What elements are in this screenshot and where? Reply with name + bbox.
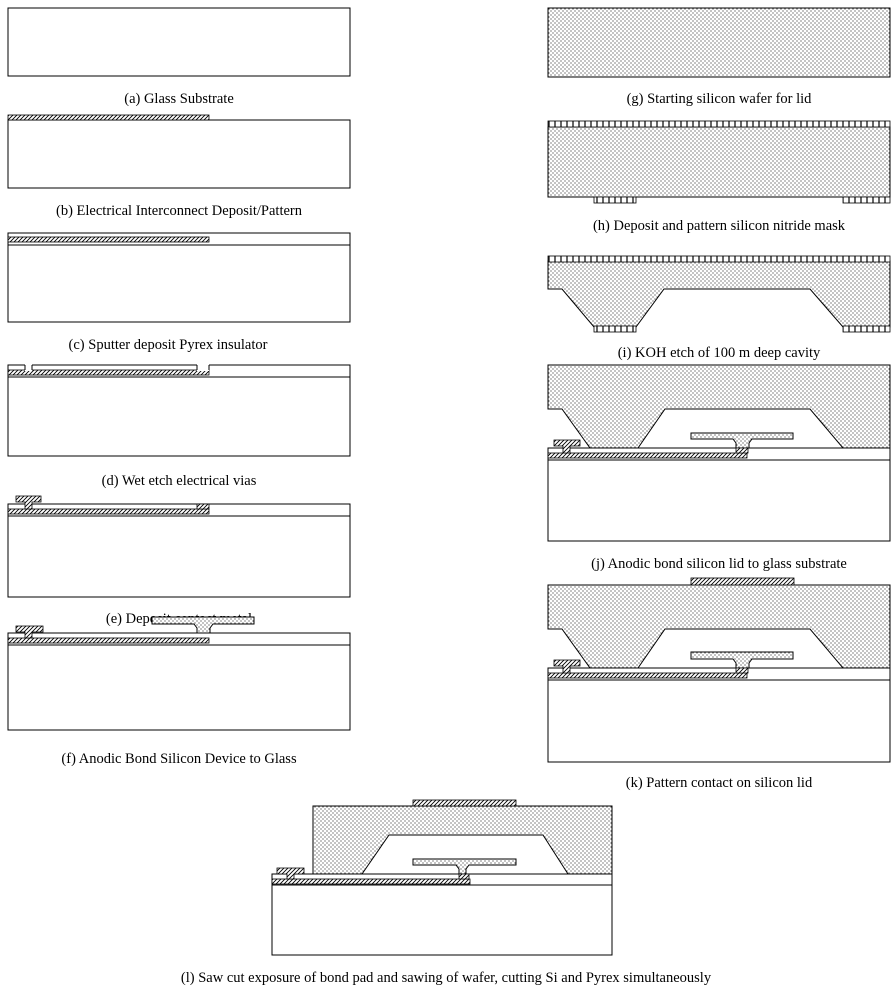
metal-interconnect	[7, 508, 210, 515]
step-f: (f) Anodic Bond Silicon Device to Glass	[7, 616, 351, 767]
nitride-mask-bottom-right	[842, 196, 891, 204]
silicon-device	[412, 858, 517, 875]
glass-substrate	[547, 459, 891, 542]
via-wall-right	[196, 365, 210, 370]
contact-pad-left	[15, 495, 42, 510]
caption-c: (c) Sputter deposit Pyrex insulator	[69, 337, 268, 353]
lid-contact-pad	[690, 577, 795, 586]
nitride-mask-top	[547, 120, 891, 128]
caption-l: (l) Saw cut exposure of bond pad and saw…	[181, 970, 712, 986]
caption-d: (d) Wet etch electrical vias	[102, 473, 257, 489]
nitride-mask-bottom-right	[842, 325, 891, 333]
step-h: (h) Deposit and pattern silicon nitride …	[547, 120, 891, 234]
metal-interconnect	[271, 878, 471, 885]
contact-pad-left	[553, 659, 581, 674]
metal-interconnect	[7, 637, 210, 644]
step-k: (k) Pattern contact on silicon lid	[547, 577, 891, 791]
step-j: (j) Anodic bond silicon lid to glass sub…	[547, 364, 891, 572]
step-l: (l) Saw cut exposure of bond pad and saw…	[181, 799, 712, 986]
caption-i: (i) KOH etch of 100 m deep cavity	[618, 345, 821, 361]
silicon-device	[690, 432, 794, 449]
silicon-wafer	[547, 7, 891, 78]
via-opening-right	[197, 364, 209, 371]
caption-b: (b) Electrical Interconnect Deposit/Patt…	[56, 203, 303, 219]
silicon-wafer	[547, 126, 891, 198]
caption-k: (k) Pattern contact on silicon lid	[626, 775, 813, 791]
step-g: (g) Starting silicon wafer for lid	[547, 7, 891, 107]
silicon-device	[151, 616, 255, 634]
metal-interconnect	[547, 452, 748, 459]
glass-substrate	[271, 884, 613, 956]
nitride-mask-top	[547, 255, 891, 263]
step-e: (e) Deposit contact metal	[7, 495, 351, 627]
silicon-lid-etched	[547, 260, 891, 328]
step-i: (i) KOH etch of 100 m deep cavity	[547, 255, 891, 361]
glass-substrate	[7, 119, 351, 189]
step-c: (c) Sputter deposit Pyrex insulator	[7, 232, 351, 353]
via-fill-right	[458, 873, 470, 880]
metal-interconnect	[7, 236, 210, 243]
via-fill-right	[196, 503, 210, 510]
silicon-lid-diced	[312, 805, 613, 875]
silicon-lid	[547, 584, 891, 669]
glass-substrate	[547, 679, 891, 763]
caption-h: (h) Deposit and pattern silicon nitride …	[593, 218, 846, 234]
via-opening-left	[25, 364, 32, 371]
caption-g: (g) Starting silicon wafer for lid	[627, 91, 813, 107]
via-fill-right	[735, 667, 749, 674]
caption-a: (a) Glass Substrate	[124, 91, 234, 107]
metal-interconnect	[547, 672, 748, 679]
glass-substrate	[7, 644, 351, 731]
caption-f: (f) Anodic Bond Silicon Device to Glass	[61, 751, 297, 767]
step-d: (d) Wet etch electrical vias	[7, 364, 351, 489]
step-a: (a) Glass Substrate	[7, 7, 351, 107]
caption-j: (j) Anodic bond silicon lid to glass sub…	[591, 556, 847, 572]
glass-substrate	[7, 244, 351, 323]
step-b: (b) Electrical Interconnect Deposit/Patt…	[7, 114, 351, 219]
contact-pad-left	[15, 625, 44, 639]
silicon-device	[690, 651, 794, 669]
nitride-mask-bottom-left	[593, 325, 637, 333]
via-wall-left	[24, 365, 33, 370]
nitride-mask-bottom-left	[593, 196, 637, 204]
lid-contact-pad	[412, 799, 517, 807]
metal-interconnect	[7, 369, 210, 376]
via-fill-right	[735, 447, 749, 454]
contact-pad-left	[553, 439, 581, 454]
glass-substrate	[7, 376, 351, 457]
glass-substrate	[7, 515, 351, 598]
silicon-lid	[547, 364, 891, 449]
glass-substrate	[7, 7, 351, 77]
contact-pad-left	[276, 867, 305, 880]
metal-interconnect	[7, 114, 210, 121]
